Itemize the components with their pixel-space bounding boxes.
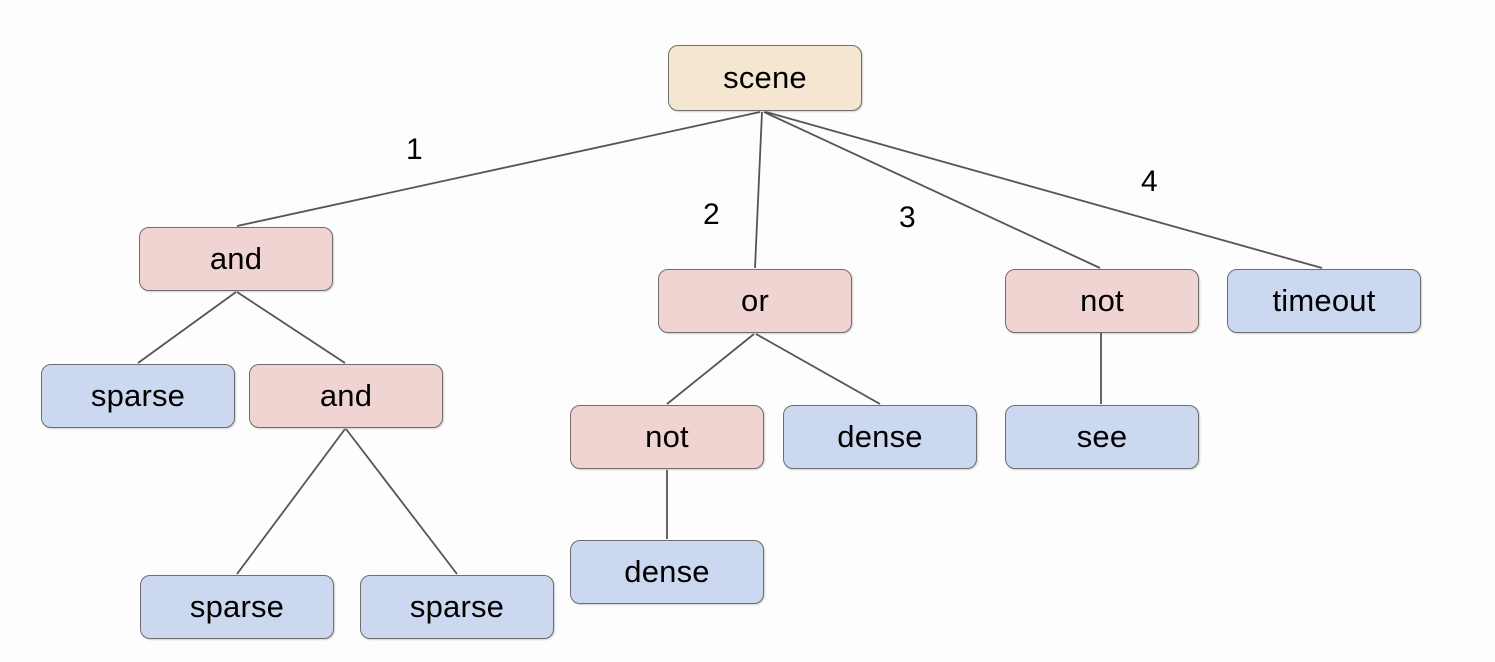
tree-node-sparse2[interactable]: sparse	[140, 575, 334, 639]
tree-node-label: not	[1080, 282, 1124, 318]
tree-node-sparse3[interactable]: sparse	[360, 575, 554, 639]
tree-node-label: sparse	[189, 588, 285, 624]
tree-edge	[754, 111, 763, 269]
edge-label-4: 4	[1141, 165, 1158, 198]
tree-edge	[236, 111, 761, 227]
tree-edge	[236, 291, 346, 364]
tree-node-label: see	[1076, 418, 1128, 454]
tree-node-and1[interactable]: and	[139, 227, 333, 291]
tree-node-dense1[interactable]: dense	[783, 405, 977, 469]
tree-edge	[666, 333, 755, 405]
tree-node-not1[interactable]: not	[1005, 269, 1199, 333]
tree-edge	[755, 333, 881, 405]
tree-edge	[763, 111, 1101, 269]
tree-node-label: or	[741, 282, 769, 318]
tree-node-label: sparse	[409, 588, 505, 624]
tree-node-scene[interactable]: scene	[668, 45, 862, 111]
tree-node-timeout1[interactable]: timeout	[1227, 269, 1421, 333]
tree-node-label: sparse	[90, 377, 186, 413]
tree-node-label: scene	[723, 59, 807, 95]
tree-edge	[765, 111, 1323, 269]
tree-node-label: dense	[624, 553, 710, 589]
tree-edge	[345, 428, 458, 575]
tree-node-label: timeout	[1272, 282, 1376, 318]
tree-node-label: and	[319, 377, 373, 413]
tree-node-see1[interactable]: see	[1005, 405, 1199, 469]
tree-node-and2[interactable]: and	[249, 364, 443, 428]
edge-label-2: 2	[703, 198, 720, 231]
tree-edge	[137, 291, 237, 364]
tree-node-dense2[interactable]: dense	[570, 540, 764, 604]
edge-label-3: 3	[899, 201, 916, 234]
tree-node-or1[interactable]: or	[658, 269, 852, 333]
tree-edge	[236, 428, 346, 575]
edge-label-1: 1	[406, 133, 423, 166]
tree-node-label: not	[645, 418, 689, 454]
tree-node-sparse1[interactable]: sparse	[41, 364, 235, 428]
tree-node-not2[interactable]: not	[570, 405, 764, 469]
tree-node-label: dense	[837, 418, 923, 454]
tree-node-label: and	[209, 240, 263, 276]
